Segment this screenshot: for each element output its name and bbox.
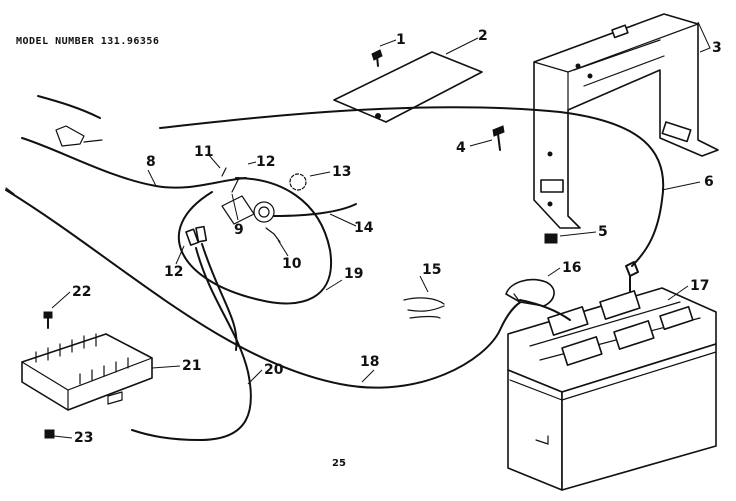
part-1-screw — [371, 49, 383, 67]
callout-18: 18 — [360, 354, 379, 370]
part-5-nut — [544, 233, 558, 244]
callout-21: 21 — [182, 358, 201, 374]
callout-5: 5 — [598, 224, 608, 240]
callout-leaders — [51, 21, 711, 439]
part-20-wire — [131, 247, 252, 441]
parts-9-14-cluster — [221, 167, 357, 243]
callout-19: 19 — [344, 266, 363, 282]
callout-12b: 12 — [164, 264, 183, 280]
callout-9: 9 — [234, 222, 244, 238]
callout-6: 6 — [704, 174, 714, 190]
callout-22: 22 — [72, 284, 91, 300]
callout-1: 1 — [396, 32, 406, 48]
part-23-nut — [44, 429, 55, 439]
callout-4: 4 — [456, 140, 466, 156]
callout-2: 2 — [478, 28, 488, 44]
part-17-battery — [507, 261, 717, 491]
page-number: 25 — [332, 458, 346, 469]
part-21-rectifier — [21, 333, 153, 411]
callout-20: 20 — [264, 362, 284, 378]
callout-12a: 12 — [256, 154, 275, 170]
part-6-cable — [159, 106, 665, 267]
callout-17: 17 — [690, 278, 709, 294]
model-number-label: MODEL NUMBER 131.96356 — [16, 36, 159, 47]
callout-14: 14 — [354, 220, 374, 236]
part-16-terminal-boot — [505, 278, 555, 307]
callout-23: 23 — [74, 430, 93, 446]
callout-8a: 8 — [146, 154, 156, 170]
callout-16: 16 — [562, 260, 581, 276]
callout-3: 3 — [712, 40, 722, 56]
part-19-wire-loop — [178, 177, 333, 305]
part-4-bolt — [492, 125, 505, 151]
callout-11: 11 — [194, 144, 213, 160]
part-18-cable — [5, 189, 531, 389]
part-22-screw — [43, 311, 53, 329]
part-15-wire — [403, 297, 445, 319]
callout-15: 15 — [422, 262, 441, 278]
callout-10: 10 — [282, 256, 302, 272]
part-2-plate — [333, 51, 483, 123]
callout-13: 13 — [332, 164, 351, 180]
part-3-battery-bracket — [533, 13, 719, 229]
